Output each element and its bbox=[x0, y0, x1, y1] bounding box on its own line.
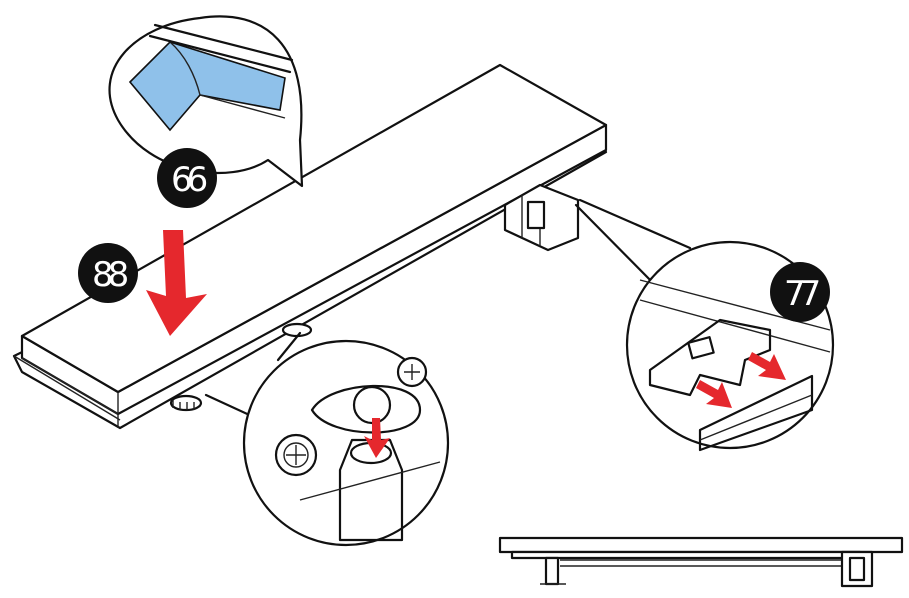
slide-arrow-icon bbox=[696, 380, 732, 408]
callout-label-7: 77 bbox=[784, 274, 819, 314]
installed-side-view bbox=[498, 536, 904, 588]
callout-label-6: 66 bbox=[171, 160, 207, 200]
callout-badge-7: 77 bbox=[770, 262, 830, 322]
screw-icon bbox=[274, 433, 318, 477]
press-down-arrow-icon bbox=[146, 230, 207, 336]
slide-arrow-icon-2 bbox=[748, 352, 786, 380]
m2-connector bbox=[503, 183, 580, 252]
callout-label-8: 88 bbox=[92, 255, 128, 295]
callout-badge-8: 88 bbox=[78, 243, 138, 303]
screw-icon-top bbox=[396, 356, 428, 388]
press-down-arrow-icon-small bbox=[364, 418, 390, 458]
standoff-left bbox=[169, 394, 203, 412]
connector-magnifier bbox=[574, 198, 835, 452]
magnifier-circle-icon bbox=[108, 15, 304, 188]
standoff-middle bbox=[281, 322, 313, 338]
callout-badge-6: 66 bbox=[157, 148, 217, 208]
screw-magnifier bbox=[204, 331, 450, 547]
